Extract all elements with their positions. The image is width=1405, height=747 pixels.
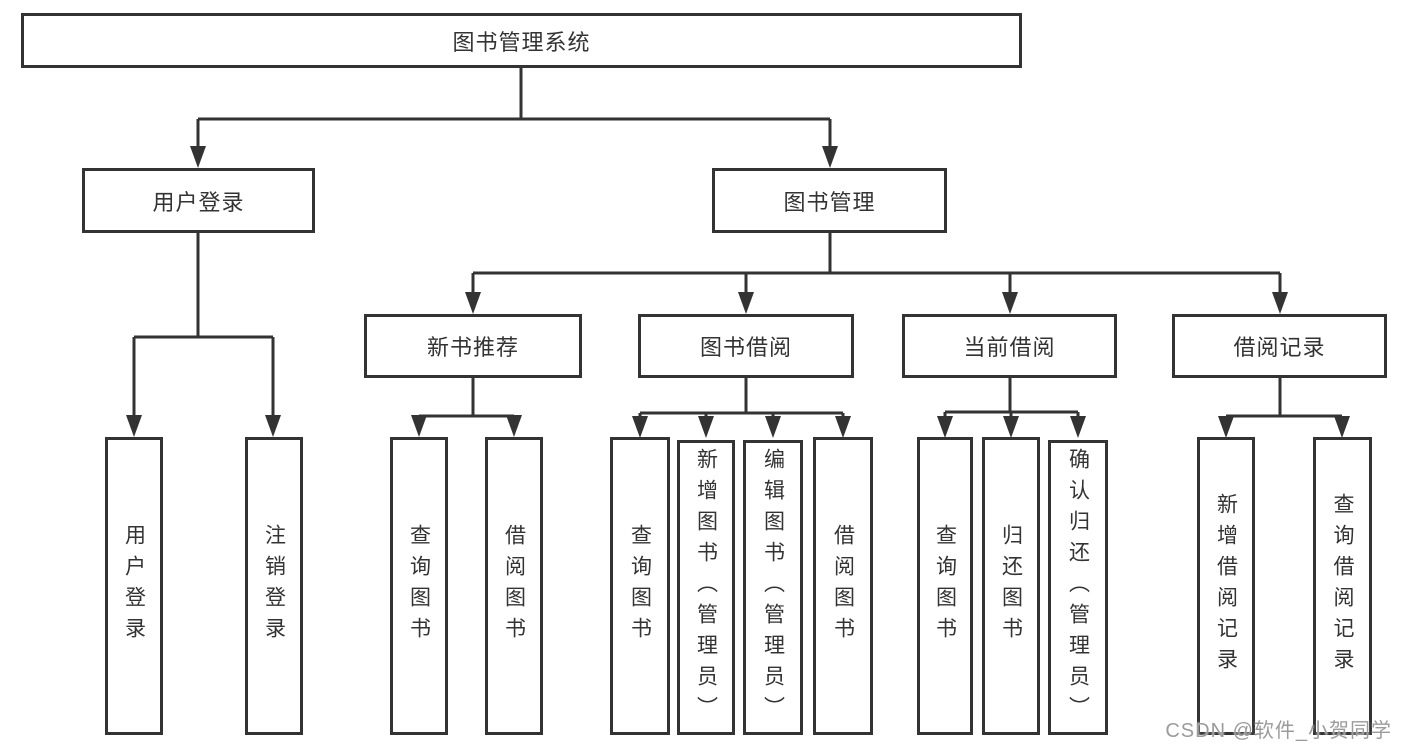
node-borrowing-records-label: 借阅记录 bbox=[1233, 335, 1326, 360]
leaf-br-query-record: 查询借阅记录 bbox=[1313, 437, 1372, 735]
node-user-login-label: 用户登录 bbox=[152, 189, 245, 215]
node-borrowing-records: 借阅记录 bbox=[1172, 314, 1387, 378]
leaf-logout: 注销登录 bbox=[245, 437, 303, 735]
leaf-bb-add-books-admin: 新增图书（管理员） bbox=[677, 440, 735, 735]
leaf-bb-edit-books-admin: 编辑图书（管理员） bbox=[743, 440, 803, 735]
node-book-borrowing: 图书借阅 bbox=[638, 314, 854, 378]
leaf-cb-return-books-label: 归还图书 bbox=[999, 524, 1023, 648]
leaf-cb-confirm-return-admin-label: 确认归还（管理员） bbox=[1066, 448, 1090, 727]
leaf-logout-label: 注销登录 bbox=[262, 524, 286, 648]
node-root-label: 图书管理系统 bbox=[452, 29, 591, 55]
leaf-cb-confirm-return-admin: 确认归还（管理员） bbox=[1048, 440, 1108, 735]
leaf-rec-query-books-label: 查询图书 bbox=[407, 524, 431, 648]
leaf-bb-query-books-label: 查询图书 bbox=[628, 524, 652, 648]
node-new-book-recommend-label: 新书推荐 bbox=[426, 335, 519, 360]
leaf-bb-edit-books-admin-label: 编辑图书（管理员） bbox=[761, 448, 785, 727]
leaf-bb-borrow-books-label: 借阅图书 bbox=[831, 524, 855, 648]
node-user-login: 用户登录 bbox=[82, 168, 315, 233]
leaf-rec-borrow-books: 借阅图书 bbox=[485, 437, 543, 735]
node-book-management: 图书管理 bbox=[712, 168, 947, 233]
leaf-rec-borrow-books-label: 借阅图书 bbox=[502, 524, 526, 648]
leaf-bb-add-books-admin-label: 新增图书（管理员） bbox=[694, 448, 718, 727]
connector-lines bbox=[132, 68, 1344, 421]
node-root: 图书管理系统 bbox=[21, 13, 1022, 68]
leaf-br-add-record-label: 新增借阅记录 bbox=[1214, 493, 1238, 679]
leaf-br-query-record-label: 查询借阅记录 bbox=[1331, 493, 1354, 679]
node-book-borrowing-label: 图书借阅 bbox=[699, 335, 792, 360]
leaf-user-login: 用户登录 bbox=[105, 437, 163, 735]
leaf-bb-borrow-books: 借阅图书 bbox=[813, 437, 873, 735]
arrowheads bbox=[126, 146, 1350, 438]
node-new-book-recommend: 新书推荐 bbox=[364, 314, 582, 378]
leaf-cb-query-books-label: 查询图书 bbox=[933, 524, 957, 648]
csdn-watermark: CSDN @软件_小贺同学 bbox=[1165, 720, 1392, 742]
leaf-cb-return-books: 归还图书 bbox=[982, 437, 1040, 735]
node-book-management-label: 图书管理 bbox=[783, 189, 876, 215]
leaf-br-add-record: 新增借阅记录 bbox=[1197, 437, 1255, 735]
leaf-cb-query-books: 查询图书 bbox=[917, 437, 973, 735]
node-current-borrowing-label: 当前借阅 bbox=[963, 335, 1056, 360]
leaf-rec-query-books: 查询图书 bbox=[390, 437, 448, 735]
node-current-borrowing: 当前借阅 bbox=[902, 314, 1117, 378]
leaf-user-login-label: 用户登录 bbox=[122, 524, 146, 648]
leaf-bb-query-books: 查询图书 bbox=[610, 437, 670, 735]
